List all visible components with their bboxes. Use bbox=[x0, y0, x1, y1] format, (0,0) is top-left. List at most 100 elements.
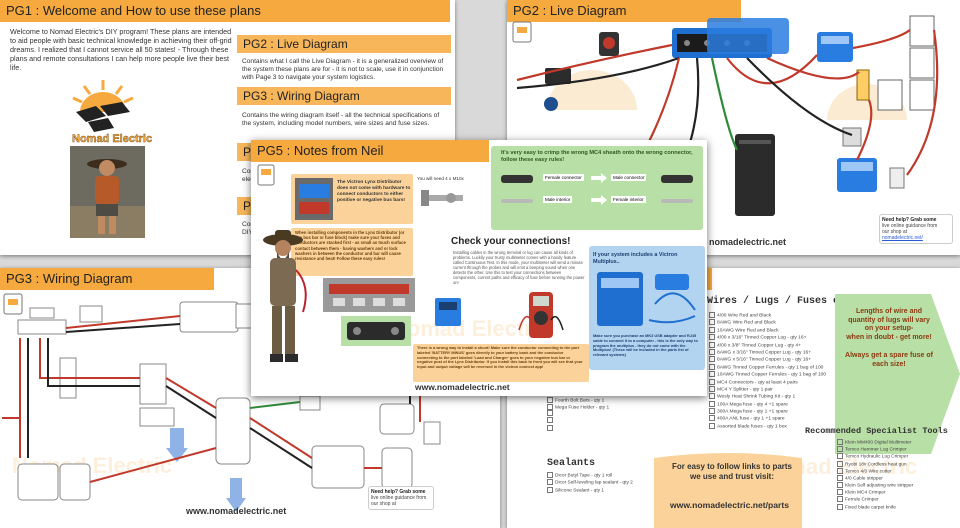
checkbox[interactable] bbox=[837, 460, 843, 467]
lynx-note: The Victron Lynx Distributor does not co… bbox=[337, 180, 411, 203]
list-item: 8AWG x 5/16" Tinned Copper Lug - qty 16+ bbox=[709, 356, 849, 363]
checkbox[interactable] bbox=[709, 312, 715, 318]
list-item: Assorted blade fuses - qty 1 box bbox=[709, 422, 849, 430]
pg2-help-box: Need help? Grab some live online guidanc… bbox=[879, 214, 953, 244]
checkbox[interactable] bbox=[709, 378, 715, 385]
tools-list: Klein MM400 Digital Multimeter Temco Ham… bbox=[837, 439, 957, 511]
check-title: Check your connections! bbox=[451, 236, 571, 247]
callout-line-a: Lengths of wire and quantity of lugs wil… bbox=[848, 308, 930, 332]
checkbox[interactable] bbox=[709, 341, 715, 348]
wires-title: Wires / Lugs / Fuses etc bbox=[707, 296, 852, 307]
pg5-pin-icon bbox=[257, 164, 275, 186]
list-item-text: 4/0 Cable stripper bbox=[845, 476, 883, 482]
list-item: Fourth Bolt Bars - qty 1 bbox=[547, 397, 609, 404]
crimp-label-female-connector: Female connector bbox=[543, 174, 584, 181]
list-item: 8AWG Wire Red and Black bbox=[709, 319, 849, 326]
list-item: Silicone Sealant - qty 1 bbox=[547, 486, 633, 494]
checkbox[interactable] bbox=[837, 482, 843, 489]
checkbox[interactable] bbox=[709, 356, 715, 363]
list-item: 8AWG Tinned Copper Ferrules - qty 1 bag … bbox=[709, 363, 849, 371]
checkbox[interactable] bbox=[837, 503, 843, 510]
checkbox[interactable] bbox=[709, 334, 715, 341]
checkbox[interactable] bbox=[709, 400, 715, 407]
neil-standing-photo bbox=[263, 230, 307, 362]
checkbox[interactable] bbox=[709, 371, 715, 378]
bolt-photo bbox=[421, 190, 463, 206]
list-item-text: 100A Mega fuse - qty 4 +1 spare bbox=[717, 401, 788, 407]
pg2-url[interactable]: nomadelectric.net bbox=[709, 237, 787, 247]
crimp-title: It's very easy to crimp the wrong MC4 sh… bbox=[501, 150, 693, 163]
pg1-hidden-text-4: DIY bbox=[242, 229, 253, 236]
pg5-watermark: Nomad Electric bbox=[391, 316, 552, 341]
checkbox[interactable] bbox=[547, 404, 553, 411]
checkbox[interactable] bbox=[547, 472, 553, 478]
checkbox[interactable] bbox=[709, 385, 715, 392]
victron-text: Make sure you purchase an MK3 USB adapte… bbox=[593, 333, 698, 358]
partial-items: Fourth Bolt Bars - qty 1 Mega Fuse Holde… bbox=[547, 397, 609, 412]
pg2-help-line1: Need help? Grab some bbox=[882, 217, 937, 223]
checkbox[interactable] bbox=[837, 474, 843, 481]
list-item-text: 8AWG Wire Red and Black bbox=[717, 320, 776, 326]
page-3-title: PG3 : Wiring Diagram bbox=[0, 268, 214, 290]
shunt-photo bbox=[341, 316, 411, 346]
small-device-photo bbox=[435, 298, 461, 326]
list-item: 4/0 Cable stripper bbox=[837, 474, 957, 482]
list-item-text: Dicor Butyl Tape - qty 1 roll bbox=[555, 473, 613, 479]
checkbox[interactable] bbox=[547, 397, 553, 403]
bolt-label: You will need 4 x M10x bbox=[417, 176, 464, 181]
pg3-url[interactable]: www.nomadelectric.net bbox=[186, 506, 287, 516]
list-item-text: MC4 Y Splitter - qty 1 pair bbox=[717, 387, 773, 393]
list-item-text: 8AWG x 3/16" Tinned Copper Lug - qty 16+ bbox=[717, 350, 812, 356]
checkbox[interactable] bbox=[837, 467, 843, 474]
lynx-photo bbox=[295, 178, 333, 220]
list-item: Klein MM400 Digital Multimeter bbox=[837, 439, 957, 446]
checkbox[interactable] bbox=[709, 348, 715, 355]
list-item: Temco 4/0 Wire cutter bbox=[837, 467, 957, 475]
checkbox[interactable] bbox=[837, 446, 843, 453]
list-item: 4/00 x 3/16" Tinned Copper Lug - qty 16+ bbox=[709, 334, 849, 341]
list-item-text: Ryobi 18v Cordless heat gun bbox=[845, 461, 907, 467]
list-item: Ryobi 18v Cordless heat gun bbox=[837, 460, 957, 468]
crimp-row-1: Female connector Male connector bbox=[499, 170, 699, 190]
checkbox[interactable] bbox=[709, 415, 715, 422]
mc4-female-icon bbox=[501, 175, 533, 183]
parts-text: For easy to follow links to parts we use… bbox=[671, 462, 793, 481]
checkbox[interactable] bbox=[547, 410, 553, 416]
callout-line-b: when in doubt - get more! bbox=[846, 333, 932, 341]
mc4-male-icon bbox=[661, 175, 693, 183]
pg1-hidden-text-2: ele bbox=[242, 176, 251, 183]
list-item-text: 300A Mega fuse - qty 1 +1 spare bbox=[717, 409, 788, 415]
checkbox[interactable] bbox=[709, 408, 715, 415]
pg2-help-link[interactable]: nomadelectric.net/ bbox=[882, 235, 923, 241]
checkbox[interactable] bbox=[547, 417, 553, 424]
list-item: Fixed blade carpet knife bbox=[837, 503, 957, 511]
checkbox[interactable] bbox=[837, 439, 843, 445]
list-item: 100A Mega fuse - qty 4 +1 spare bbox=[709, 400, 849, 408]
list-item-text: Temco 4/0 Wire cutter bbox=[845, 468, 892, 474]
list-item-text: Assorted blade fuses - qty 1 box bbox=[717, 424, 787, 430]
checkbox[interactable] bbox=[837, 453, 843, 460]
checkbox[interactable] bbox=[837, 496, 843, 503]
checkbox[interactable] bbox=[547, 479, 553, 486]
list-item-text: MC4 Connectors - qty at least 4 pairs bbox=[717, 379, 798, 385]
checkbox[interactable] bbox=[709, 319, 715, 326]
checkbox[interactable] bbox=[709, 363, 715, 370]
list-item: 4/00 x 3/8" Tinned Copper Lug - qty 4+ bbox=[709, 341, 849, 349]
checkbox[interactable] bbox=[709, 422, 715, 429]
checkbox[interactable] bbox=[547, 424, 553, 431]
list-item: Ferrule Crimper bbox=[837, 496, 957, 503]
wiring-diagram bbox=[2, 293, 441, 512]
checkbox[interactable] bbox=[547, 486, 553, 493]
wires-list: 4/00 Wire Red and Black 8AWG Wire Red an… bbox=[709, 312, 849, 430]
pg3-help-box: Need help? Grab some live online guidanc… bbox=[368, 486, 434, 510]
checkbox[interactable] bbox=[709, 393, 715, 400]
checkbox[interactable] bbox=[837, 489, 843, 496]
list-item: Dicor Butyl Tape - qty 1 roll bbox=[547, 472, 633, 479]
sealants-list: Dicor Butyl Tape - qty 1 roll Dicor Self… bbox=[547, 472, 633, 494]
checkbox[interactable] bbox=[709, 326, 715, 333]
multimeter-photo bbox=[518, 292, 564, 338]
pg5-url[interactable]: www.nomadelectric.net bbox=[415, 382, 510, 392]
parts-url[interactable]: www.nomadelectric.net/parts bbox=[669, 500, 790, 510]
list-item: Dicor Self-leveling lap sealant - qty 2 bbox=[547, 479, 633, 486]
arrow-right-icon bbox=[591, 173, 607, 183]
